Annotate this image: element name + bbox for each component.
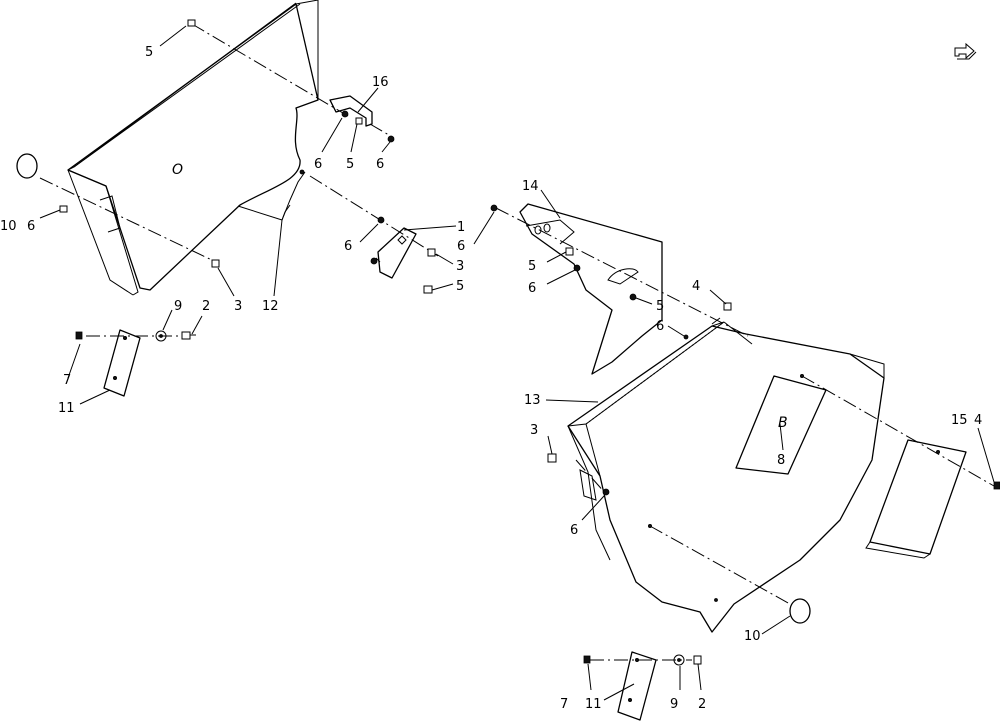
callout-4: 4 [974,413,982,428]
assembly-axes [39,23,995,661]
callout-4: 4 [692,279,700,294]
callout-5: 5 [656,299,664,314]
bracket-12 [237,171,306,221]
callout-2: 2 [202,299,210,314]
callout-5: 5 [346,157,354,172]
callout-6: 6 [314,157,322,172]
bracket-16 [329,95,373,127]
callout-3: 3 [456,259,464,274]
callout-5-top: 5 [145,45,153,60]
callout-6: 6 [656,319,664,334]
leader-lines [39,25,995,701]
callout-2: 2 [698,697,706,712]
callout-6: 6 [457,239,465,254]
callout-6: 6 [376,157,384,172]
callout-11: 11 [58,401,75,416]
nut-7-left [75,331,83,340]
callout-16: 16 [372,75,389,90]
callout-5: 5 [528,259,536,274]
plate-11-bottom [617,651,657,721]
callout-6: 6 [528,281,536,296]
mount-plate-14 [519,203,663,375]
mounting-plate-1 [377,227,417,279]
callout-9: 9 [670,697,678,712]
callout-10: 10 [744,629,761,644]
callout-11: 11 [585,697,602,712]
nut-7-bottom [583,655,591,664]
callout-9: 9 [174,299,182,314]
main-shroud-13 [567,317,885,633]
shield-panel-8: B [735,375,827,475]
grommet-10-right [789,598,811,624]
callout-7: 7 [560,697,568,712]
washer-9-bottom [673,654,685,666]
callout-8: 8 [777,453,785,468]
callout-1: 1 [457,220,465,235]
panel-mark-o: O [172,162,183,178]
callout-14: 14 [522,179,539,194]
plate-11-left [103,329,141,397]
callout-10: 10 [0,219,17,234]
side-plate-15 [865,439,967,559]
callout-13: 13 [524,393,541,408]
callout-6: 6 [570,523,578,538]
callout-3: 3 [234,299,242,314]
callout-7: 7 [63,373,71,388]
callout-15: 15 [951,413,968,428]
callout-6: 6 [27,219,35,234]
callout-3: 3 [530,423,538,438]
callout-6: 6 [344,239,352,254]
fasteners [59,19,1000,529]
bolt-2-bottom [693,655,702,665]
bolt-2-left [181,331,196,340]
panel-mark-b: B [778,415,788,431]
callout-5: 5 [456,279,464,294]
return-arrow-icon[interactable] [954,42,977,60]
grommet-10-left [16,153,38,179]
front-shield-panel: O [67,0,319,296]
callout-labels: 5 16 6 5 6 10 6 3 12 1 6 6 3 5 9 2 7 11 … [0,45,982,712]
callout-12: 12 [262,299,279,314]
